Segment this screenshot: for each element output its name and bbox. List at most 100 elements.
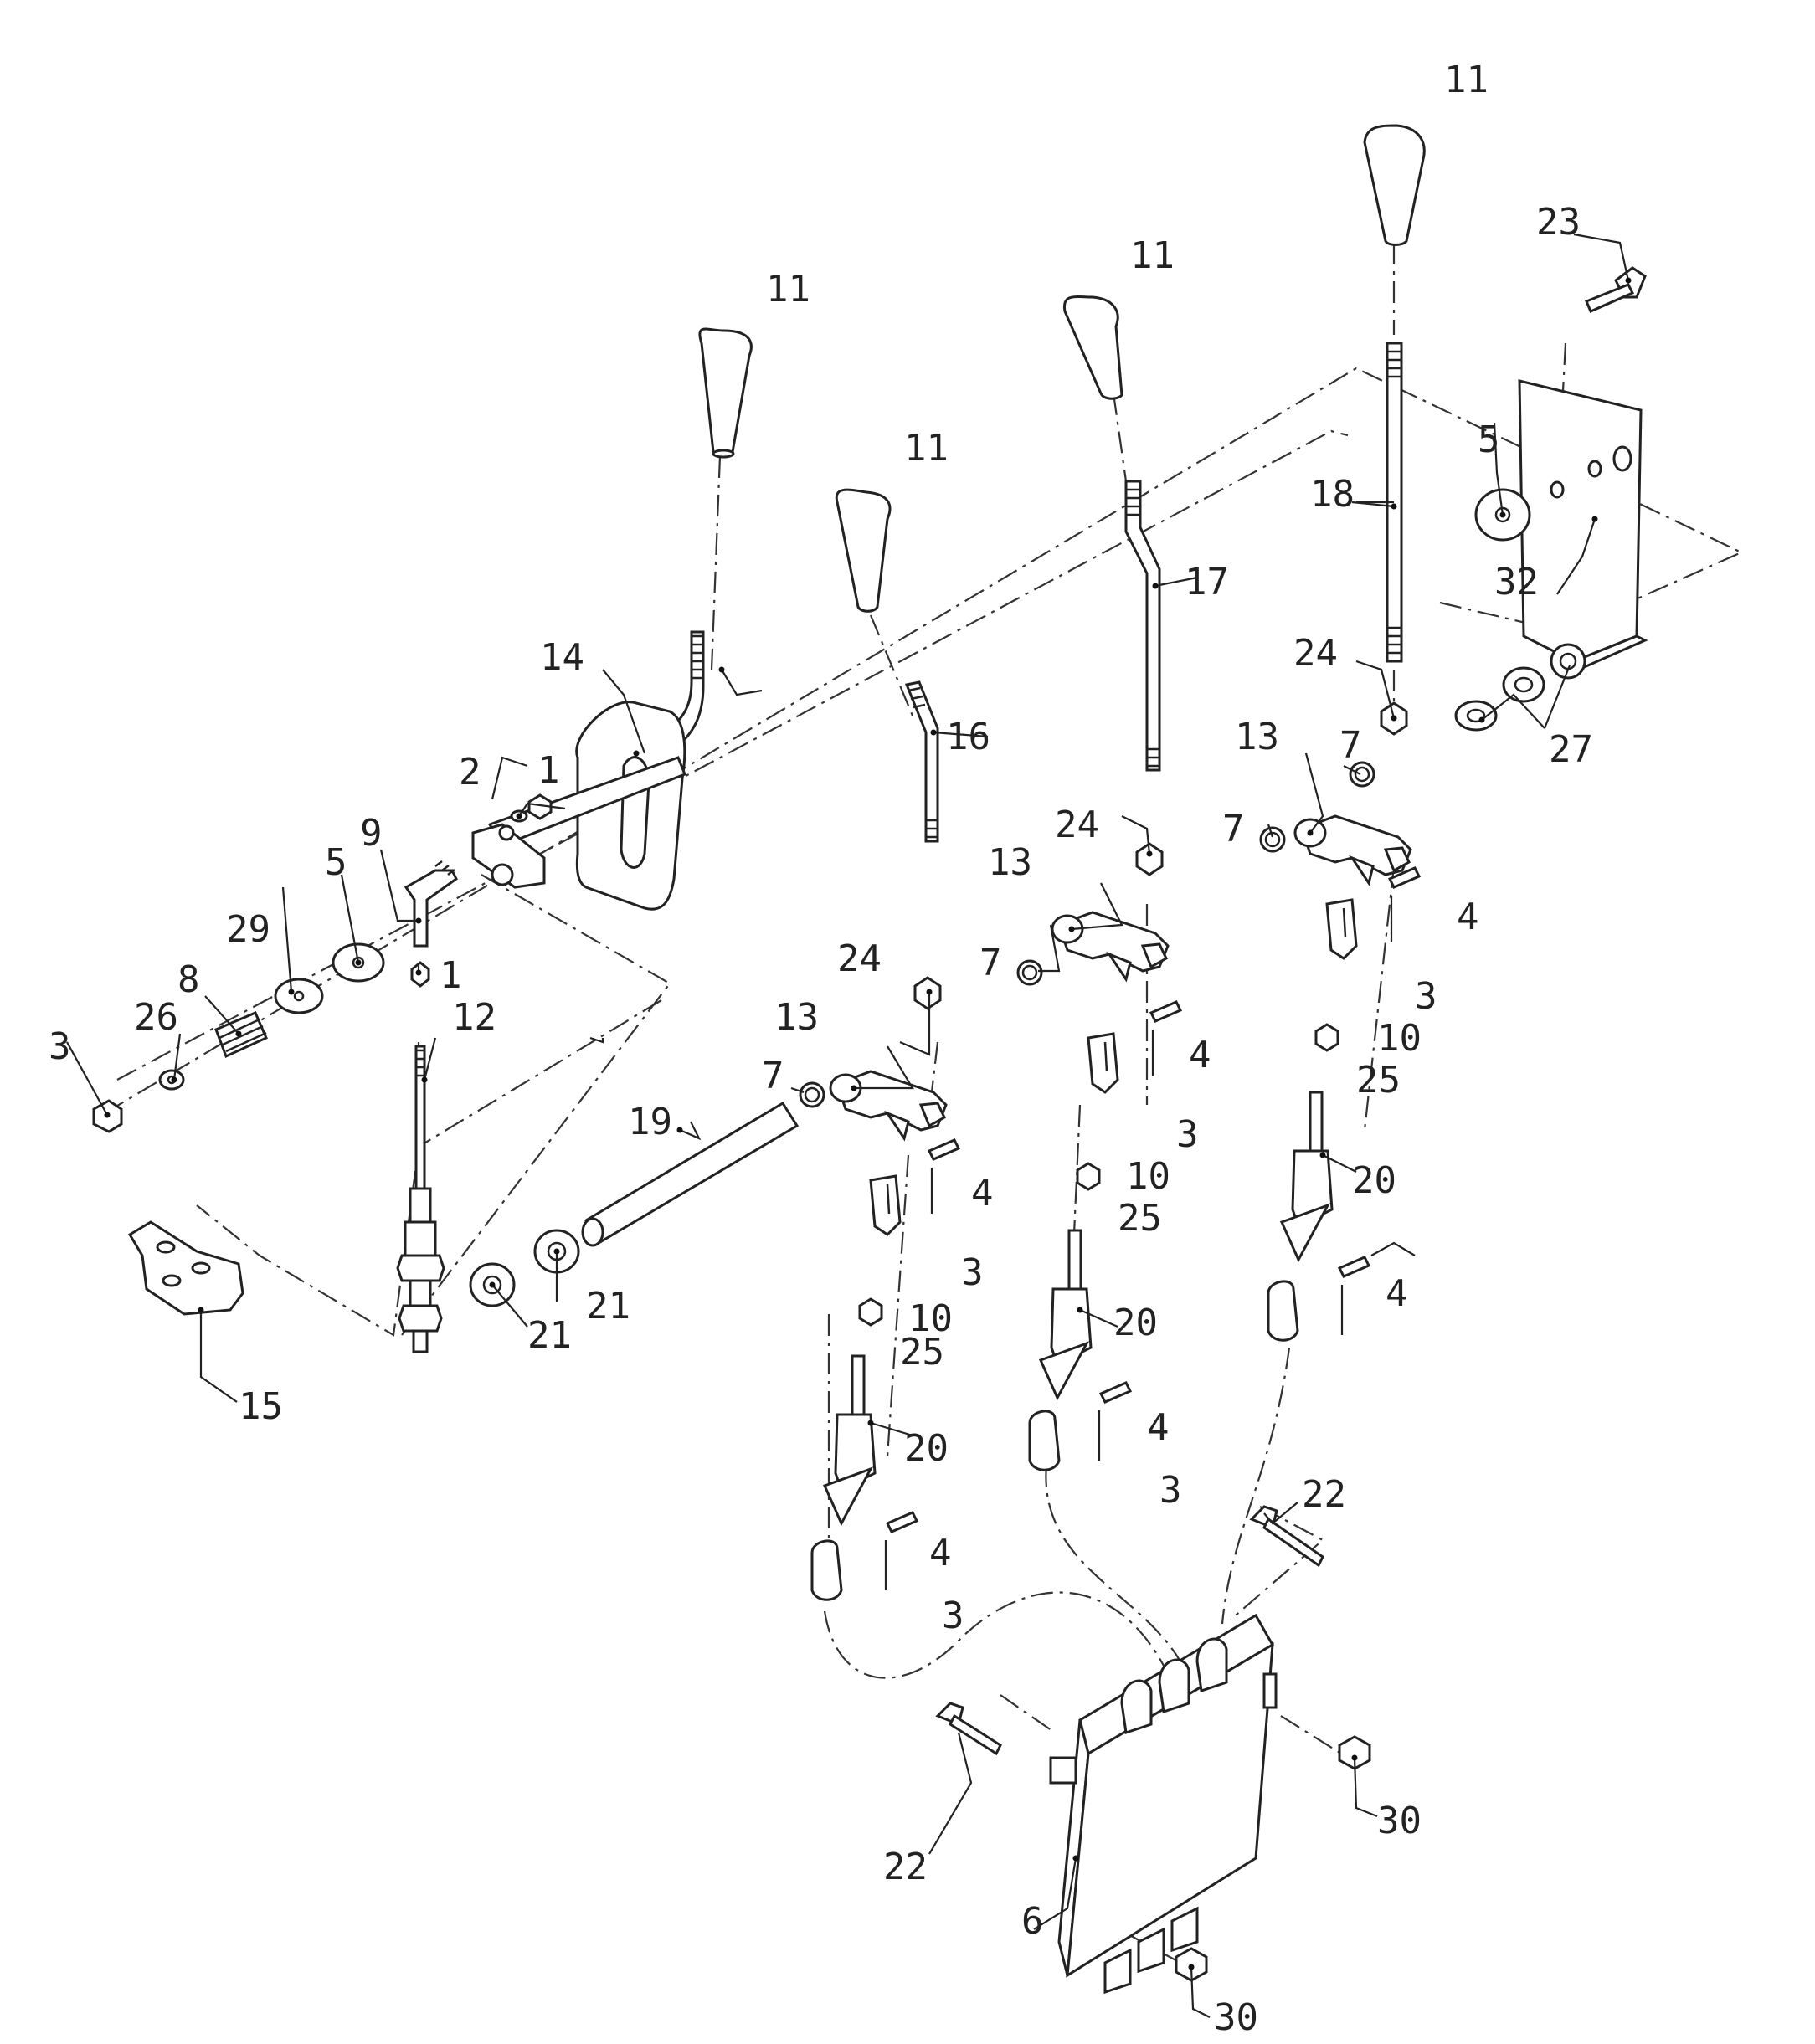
washer-27-c (1550, 643, 1586, 680)
callout-25-c: 25 (1356, 1059, 1401, 1102)
o-ring-7-a (799, 1081, 825, 1108)
o-ring-7-b (1016, 959, 1043, 986)
callout-4-a: 4 (971, 1172, 994, 1215)
lever-knob-11-c (1062, 295, 1123, 400)
callout-7-c: 7 (1222, 808, 1245, 850)
callout-13-c: 13 (1235, 716, 1279, 758)
callout-23: 23 (1536, 201, 1581, 244)
callout-dots (104, 277, 1632, 1970)
lever-knob-11-a (698, 327, 753, 459)
callout-30-bottom: 30 (1214, 1996, 1258, 2039)
callout-4-d: 4 (929, 1532, 952, 1574)
callout-24-a: 24 (837, 937, 882, 980)
callout-18: 18 (1310, 473, 1355, 516)
callout-27: 27 (1549, 728, 1593, 771)
rod-end-20-c (1279, 1091, 1334, 1263)
lever-rod-16 (904, 680, 939, 843)
cable-12 (396, 1045, 445, 1353)
callout-11-d: 11 (1444, 59, 1489, 101)
washer-27-a (1454, 700, 1498, 732)
callout-20-a: 20 (904, 1427, 949, 1470)
callout-30-right: 30 (1377, 1800, 1422, 1842)
lower-clevis-c (1267, 1256, 1371, 1342)
callout-24-c: 24 (1293, 632, 1338, 675)
callout-5-left: 5 (325, 841, 347, 884)
callout-20-b: 20 (1113, 1302, 1158, 1344)
o-ring-7-c (1259, 826, 1286, 853)
callout-8: 8 (177, 958, 200, 1001)
lever-rod-17 (1124, 480, 1161, 772)
callout-13-b: 13 (988, 841, 1032, 884)
o-ring-7-d (1349, 761, 1375, 788)
callout-9: 9 (360, 812, 383, 855)
callout-7-b: 7 (979, 942, 1002, 984)
washer-27-b (1502, 666, 1545, 703)
callout-5-right: 5 (1478, 419, 1500, 461)
callout-17: 17 (1185, 561, 1229, 603)
bolt-22-right (1249, 1505, 1324, 1568)
callout-3-d: 3 (942, 1595, 964, 1637)
clevis-10-a (869, 1138, 961, 1236)
callout-24-b: 24 (1055, 804, 1099, 846)
callout-10-a: 10 (908, 1297, 953, 1340)
callout-4-c: 4 (1457, 896, 1479, 938)
nut-25-a (858, 1297, 883, 1327)
callout-6: 6 (1021, 1900, 1044, 1943)
callout-22-left: 22 (883, 1846, 928, 1888)
shaft-assembly-left (471, 756, 686, 889)
callout-11-b: 11 (904, 427, 949, 470)
nut-25-c (1314, 1023, 1339, 1052)
callout-32: 32 (1494, 561, 1539, 603)
callout-4-e: 4 (1147, 1406, 1170, 1449)
callout-13-a: 13 (774, 996, 819, 1039)
callout-16: 16 (946, 716, 990, 758)
callout-22-right: 22 (1302, 1473, 1346, 1516)
callout-labels: 1 1 2 3 3 3 3 3 3 4 4 4 4 4 4 5 5 6 7 7 … (49, 59, 1593, 2039)
callout-7-d: 7 (1339, 724, 1362, 767)
callout-10-c: 10 (1377, 1017, 1422, 1060)
shaft-19 (581, 1101, 800, 1247)
lever-arm-13-b (1051, 911, 1170, 983)
washer-29 (274, 978, 324, 1014)
callout-4-f: 4 (1386, 1272, 1408, 1315)
callout-3-e: 3 (1159, 1469, 1182, 1512)
nut-1-top (527, 793, 553, 820)
lever-knob-11-b (835, 488, 892, 613)
bracket-15 (127, 1220, 244, 1316)
callout-11-a: 11 (766, 268, 810, 311)
callout-3-left: 3 (49, 1025, 71, 1068)
callout-21-a: 21 (527, 1314, 572, 1357)
lever-arm-13-a (829, 1070, 948, 1142)
rod-end-20-a (822, 1354, 877, 1527)
nut-30-right (1338, 1735, 1371, 1770)
callout-1-bottom: 1 (440, 954, 462, 997)
nut-24-b (1135, 842, 1164, 876)
rod-end-20-b (1038, 1229, 1093, 1401)
callout-10-b: 10 (1126, 1155, 1170, 1198)
bracket-32 (1518, 379, 1648, 670)
callout-3-a: 3 (961, 1251, 984, 1294)
callout-25-b: 25 (1118, 1197, 1162, 1240)
callout-12: 12 (452, 996, 496, 1039)
callout-2: 2 (459, 751, 481, 793)
callout-26: 26 (134, 996, 178, 1039)
nut-25-b (1076, 1162, 1101, 1191)
clevis-10-b (1087, 1000, 1183, 1094)
callout-3-b: 3 (1176, 1113, 1199, 1156)
callout-11-c: 11 (1130, 234, 1175, 277)
callout-25-a: 25 (900, 1331, 944, 1374)
callout-20-c: 20 (1352, 1159, 1396, 1202)
callout-4-b: 4 (1189, 1034, 1211, 1076)
bolt-22-left (935, 1702, 1002, 1756)
lever-knob-11-d (1363, 124, 1426, 246)
ball-joint-9 (404, 860, 458, 948)
callout-21-b: 21 (586, 1285, 630, 1328)
clevis-10-c (1325, 866, 1422, 960)
callout-1-top: 1 (537, 749, 560, 792)
callout-14: 14 (540, 636, 584, 679)
callout-15: 15 (239, 1385, 283, 1428)
callout-7-a: 7 (762, 1055, 784, 1097)
leader-lines (66, 233, 1630, 2018)
lower-clevis-b (1028, 1381, 1133, 1471)
